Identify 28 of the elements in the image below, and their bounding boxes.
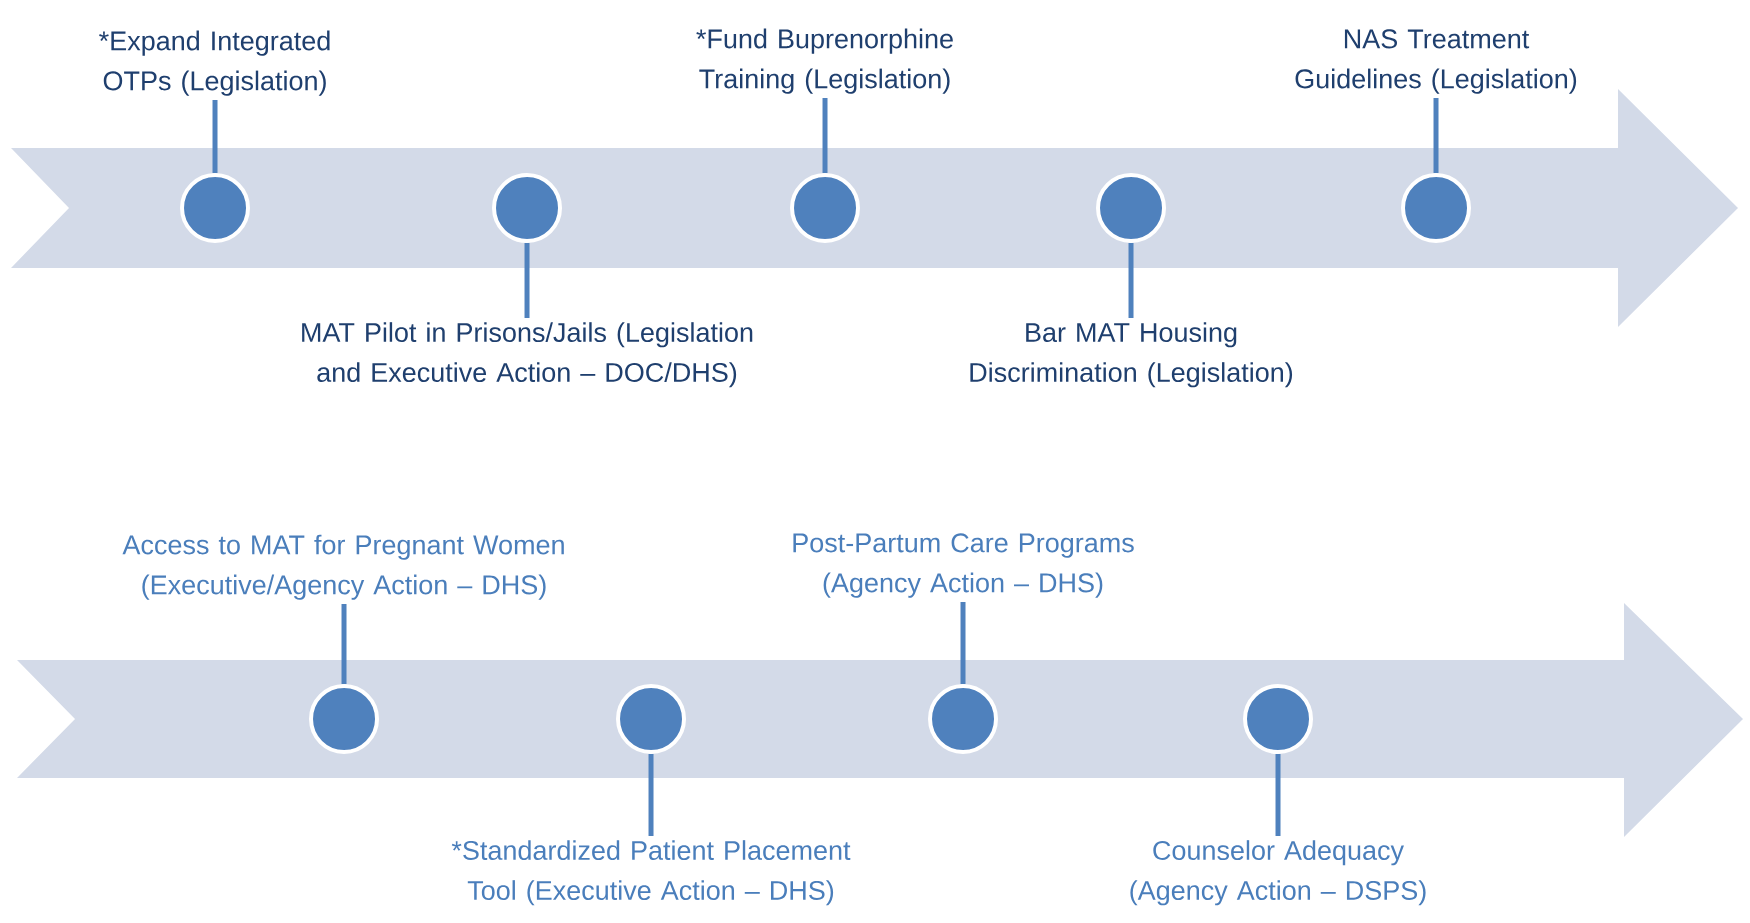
milestone-label: Bar MAT Housing Discrimination (Legislation): [970, 322, 1293, 388]
leader-line: [822, 98, 828, 173]
milestone-dot: [1243, 684, 1313, 754]
milestone-label: Access to MAT for Pregnant Women (Executive/Agency Action – DHS): [122, 534, 564, 600]
leader-line: [1128, 243, 1134, 318]
milestone-label: Counselor Adequacy (Agency Action – DSPS): [1130, 840, 1426, 906]
leader-line: [960, 602, 966, 684]
milestone-dot: [492, 173, 562, 243]
milestone-label: Post-Partum Care Programs (Agency Action – DHS): [793, 533, 1134, 598]
leader-line: [341, 604, 347, 684]
leader-line: [1433, 98, 1439, 173]
milestone-dot: [790, 173, 860, 243]
timeline-arrow: [17, 603, 1743, 837]
milestone-label: NAS Treatment Guidelines (Legislation): [1295, 29, 1577, 94]
milestone-label: *Expand Integrated OTPs (Legislation): [99, 30, 330, 96]
milestone-dot: [616, 684, 686, 754]
milestone-dot: [180, 173, 250, 243]
leader-line: [1275, 754, 1281, 836]
milestone-label: *Fund Buprenorphine Training (Legislation): [696, 28, 953, 94]
milestone-dot: [928, 684, 998, 754]
leader-line: [212, 100, 218, 173]
milestone-dot: [309, 684, 379, 754]
milestone-label: MAT Pilot in Prisons/Jails (Legislation and Executive Action – DOC/DHS): [302, 322, 753, 388]
milestone-dot: [1096, 173, 1166, 243]
milestone-label: *Standardized Patient Placement Tool (Executive Action – DHS): [451, 840, 851, 906]
milestone-dot: [1401, 173, 1471, 243]
leader-line: [648, 754, 654, 836]
leader-line: [524, 243, 530, 318]
